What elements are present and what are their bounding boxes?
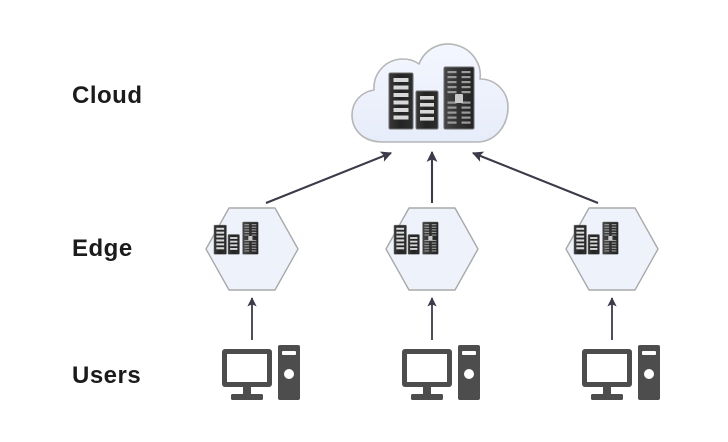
edge-node-right[interactable] <box>565 207 659 291</box>
edge-node-left[interactable] <box>205 207 299 291</box>
user-workstation-right[interactable] <box>582 345 660 400</box>
workstation-icon-right <box>582 345 660 400</box>
tier-label-users: Users <box>72 362 142 389</box>
user-workstation-left[interactable] <box>222 345 300 400</box>
cloud-node[interactable] <box>351 43 509 143</box>
workstation-icon-center <box>402 345 480 400</box>
arrow-edge-left-to-cloud <box>265 151 393 204</box>
edge-node-center[interactable] <box>385 207 479 291</box>
tier-label-cloud: Cloud <box>72 82 143 109</box>
user-workstation-center[interactable] <box>402 345 480 400</box>
workstation-icon-left <box>222 345 300 400</box>
tier-label-edge: Edge <box>72 235 133 262</box>
arrow-edge-right-to-cloud <box>471 151 599 204</box>
